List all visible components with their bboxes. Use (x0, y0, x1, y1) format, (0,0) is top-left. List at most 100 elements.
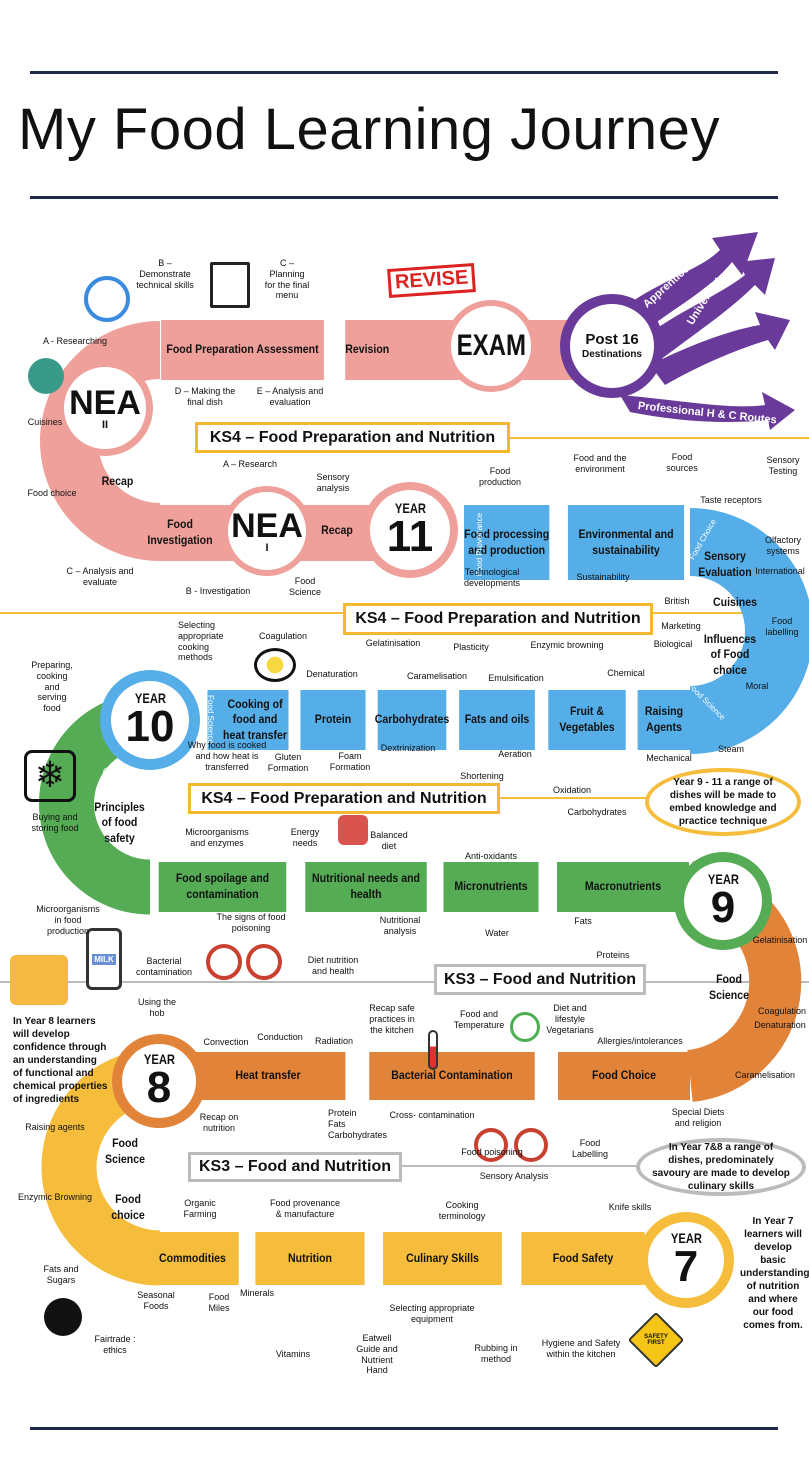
topic-label: Cooking terminology (438, 1200, 486, 1221)
food-processing-segment: Food processing and production (464, 505, 552, 580)
raising-agents-segment: Raising Agents (637, 690, 691, 750)
topic-label: Chemical (607, 668, 645, 678)
note-year7-8: In Year 7&8 a range of dishes, predomina… (636, 1138, 806, 1196)
topic-label: Conduction (257, 1032, 303, 1042)
exam-circle: EXAM (445, 300, 537, 392)
topic-label: Diet and lifestyle Vegetarians (546, 1003, 594, 1035)
topic-label: Using the hob (137, 997, 177, 1018)
topic-label: Food Labelling (571, 1138, 609, 1159)
nea2-label: NEA (69, 383, 141, 422)
topic-label: Proteins (596, 950, 630, 960)
topic-label: Food poisoning (461, 1147, 523, 1157)
bottom-rule (30, 1427, 778, 1430)
topic-label: Biological (653, 639, 693, 649)
year-number: 8 (146, 1063, 172, 1112)
snowflake-freezer-icon: ❄ (24, 750, 76, 802)
topic-label: Foam Formation (329, 751, 371, 772)
protein-segment: Protein (300, 690, 366, 750)
topic-label: Coagulation (258, 631, 308, 641)
topic-label: Bacterial contamination (135, 956, 193, 977)
topic-label: Rubbing in method (474, 1343, 518, 1364)
revision-label: Revision (345, 342, 390, 357)
topic-label: Moral (745, 681, 769, 691)
topic-label: E – Analysis and evaluation (256, 386, 324, 407)
topic-label: Food production (478, 466, 522, 487)
culinary-skills-segment: Culinary Skills (383, 1232, 502, 1285)
topic-label: Vitamins (275, 1349, 311, 1359)
note-year7: In Year 7 learners will develop basic un… (740, 1216, 809, 1331)
note-year9-11: Year 9 - 11 a range of dishes will be ma… (645, 768, 801, 836)
ks4-label: KS4 – Food Preparation and Nutrition (188, 783, 500, 814)
fairtrade-logo-icon (44, 1298, 82, 1336)
post16-title: Post 16 (585, 331, 639, 348)
topic-label: Energy needs (290, 827, 320, 848)
topic-label: Selecting appropriate cooking methods (178, 620, 224, 663)
food-science-yellow-segment: Food Science (105, 1136, 145, 1166)
food-choice-yellow-segment: Food choice (111, 1192, 145, 1222)
topic-label: Why food is cooked and how heat is trans… (187, 740, 267, 772)
topic-label: Protein Fats Carbohydrates (328, 1108, 388, 1140)
topic-label: Knife skills (608, 1202, 652, 1212)
recap-label: Recap (101, 474, 134, 489)
topic-label: Denaturation (306, 669, 358, 679)
bacterial-contamination-segment: Bacterial Contamination (369, 1052, 535, 1100)
micronutrients-segment: Micronutrients (443, 862, 539, 912)
topic-label: Fairtrade : ethics (94, 1334, 136, 1355)
topic-label: Water (485, 928, 509, 938)
food-poisoning-icon (514, 1128, 548, 1162)
topic-label: Sensory analysis (316, 472, 350, 493)
topic-label: Food sources (666, 452, 698, 473)
topic-label: D – Making the final dish (174, 386, 236, 407)
ks4-label: KS4 – Food Preparation and Nutrition (343, 603, 653, 635)
heat-transfer-segment: Heat transfer (190, 1052, 346, 1100)
topic-label: Marketing (661, 621, 701, 631)
year-word: YEAR (707, 871, 739, 887)
ks4-label: KS4 – Food Preparation and Nutrition (195, 422, 510, 453)
topic-label: Diet nutrition and health (307, 955, 359, 976)
topic-label: Microorganisms in food production (36, 904, 100, 936)
post16-arrows (620, 232, 795, 430)
milk-label: MILK (92, 953, 116, 965)
nea1-number: I (265, 541, 269, 554)
revision-segment: Revision (345, 320, 451, 380)
topic-label: Seasonal Foods (137, 1290, 175, 1311)
topic-label: Gluten Formation (267, 752, 309, 773)
topic-label: Special Diets and religion (671, 1107, 725, 1128)
food-safety-segment: Food Safety (521, 1232, 645, 1285)
year-number: 10 (125, 702, 175, 751)
food-poisoning-icon (474, 1128, 508, 1162)
topic-label: Eatwell Guide and Nutrient Hand (356, 1333, 398, 1376)
exam-label: EXAM (456, 329, 526, 362)
nutritional-needs-segment: Nutritional needs and health (305, 862, 427, 912)
topic-label: Allergies/intolerances (597, 1036, 683, 1046)
year-number: 9 (710, 883, 736, 932)
year-word: YEAR (394, 500, 426, 516)
post16-subtitle: Destinations (581, 349, 642, 360)
sensory-evaluation-segment: Sensory Evaluation (698, 549, 752, 579)
topic-label: Carbohydrates (567, 807, 627, 817)
topic-label: Food and Temperature (453, 1009, 505, 1030)
principles-segment: Principles of food safety (94, 799, 145, 845)
revise-stamp: REVISE (387, 262, 477, 299)
food-science-orange-segment: Food Science (709, 972, 749, 1002)
year-word: YEAR (670, 1230, 702, 1246)
topic-label: Radiation (314, 1036, 354, 1046)
topic-label: Shortening (460, 771, 504, 781)
year-word: YEAR (143, 1051, 175, 1067)
topic-label: Food and the environment (573, 453, 627, 474)
topic-label: Food Science (288, 576, 322, 597)
topic-label: Sustainability (576, 572, 630, 582)
topic-label: Recap safe practices in the kitchen (369, 1003, 415, 1035)
topic-label: Hygiene and Safety within the kitchen (541, 1338, 621, 1359)
topic-label: Food choice (27, 488, 77, 498)
pink-arc (40, 321, 162, 561)
topic-label: Sensory Testing (766, 455, 800, 476)
topic-label: Enzymic Browning (17, 1192, 93, 1202)
topic-label: Nutritional analysis (379, 915, 421, 936)
topic-label: Food labelling (765, 616, 799, 637)
influences-segment: Influences of Food choice (703, 631, 757, 677)
